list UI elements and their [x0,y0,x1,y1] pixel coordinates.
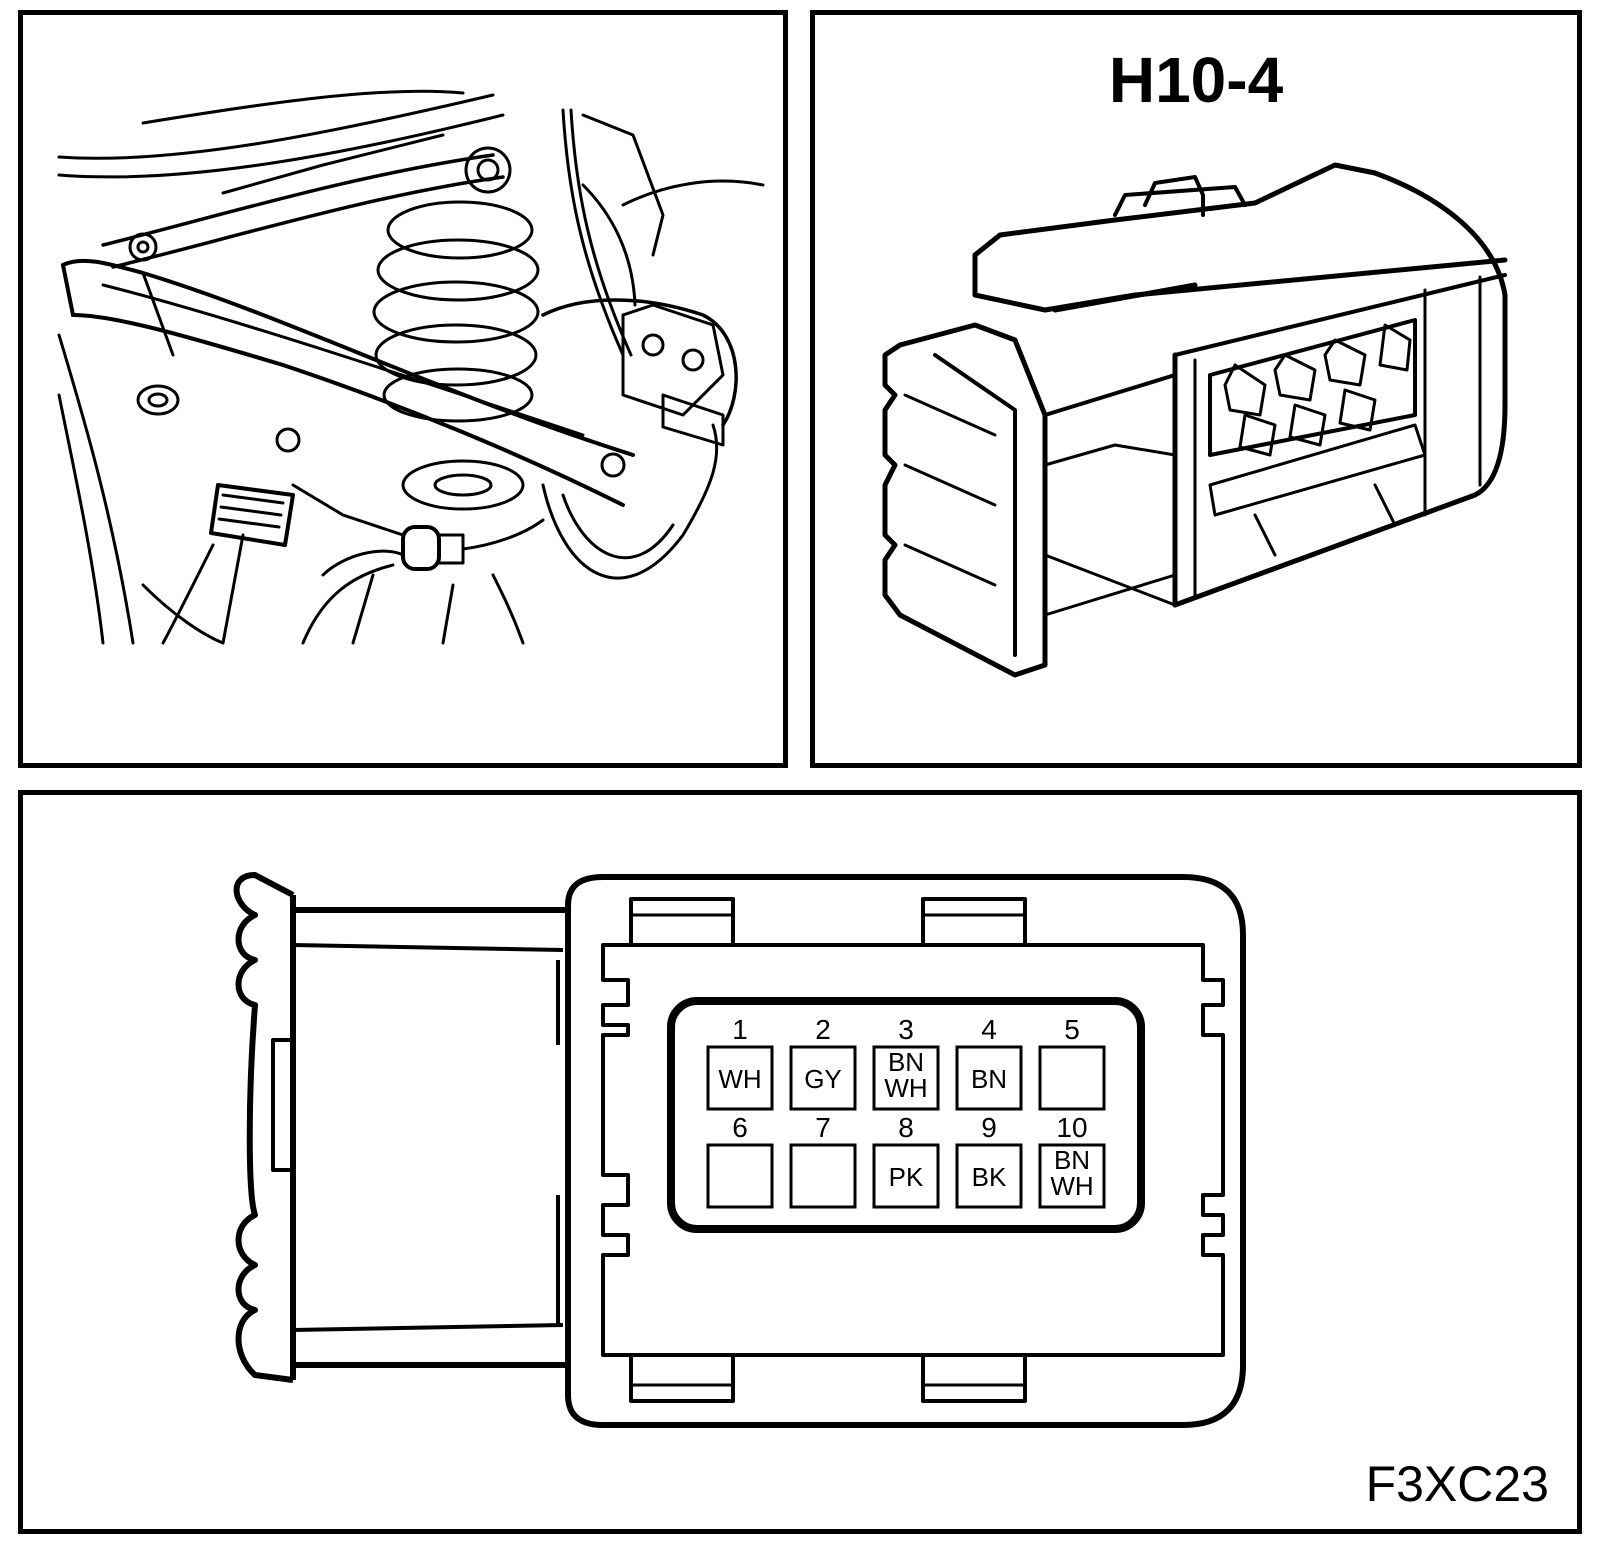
location-illustration-panel [18,10,788,768]
pin-cavity [789,1143,857,1209]
pin-number: 9 [981,1112,997,1143]
connector-3d-illustration [882,162,1508,678]
wire-color: WH [718,1064,761,1094]
pin-9: 9BK [955,1112,1023,1209]
connector-id-label: H10-4 [1108,44,1284,116]
pin-4: 4BN [955,1014,1023,1111]
pin-cavity [955,1045,1023,1111]
pin-cavity [706,1045,774,1111]
wire-color: BN [1054,1145,1090,1175]
pin-cavity [872,1143,940,1209]
connector-view-panel: H10-4 [810,10,1582,768]
wire-color: WH [1050,1171,1093,1201]
pin-6: 6 [706,1112,774,1209]
pin-7: 7 [789,1112,857,1209]
pin-number: 6 [732,1112,748,1143]
pin-1: 1WH [706,1014,774,1111]
wire-color: BK [972,1162,1007,1192]
pin-cavity [1038,1045,1106,1111]
pin-cavity [706,1143,774,1209]
wire-color: BN [888,1047,924,1077]
pin-cavity [955,1143,1023,1209]
wire-color: GY [804,1064,842,1094]
pin-number: 8 [898,1112,914,1143]
wire-color: BN [971,1064,1007,1094]
suspension-illustration [57,89,765,645]
figure-code: F3XC23 [1365,1456,1549,1512]
pin-number: 4 [981,1014,997,1045]
pin-8: 8PK [872,1112,940,1209]
pin-number: 7 [815,1112,831,1143]
pin-cavity [872,1045,940,1111]
wire-color: WH [884,1073,927,1103]
pin-number: 3 [898,1014,914,1045]
pin-number: 2 [815,1014,831,1045]
pin-2: 2GY [789,1014,857,1111]
pin-cavity [789,1045,857,1111]
pin-number: 1 [732,1014,748,1045]
connector-face-diagram [233,872,1246,1428]
pin-number: 10 [1056,1112,1087,1143]
pin-cavity [1038,1143,1106,1209]
pin-5: 5 [1038,1014,1106,1111]
wire-color: PK [889,1162,924,1192]
pin-number: 5 [1064,1014,1080,1045]
